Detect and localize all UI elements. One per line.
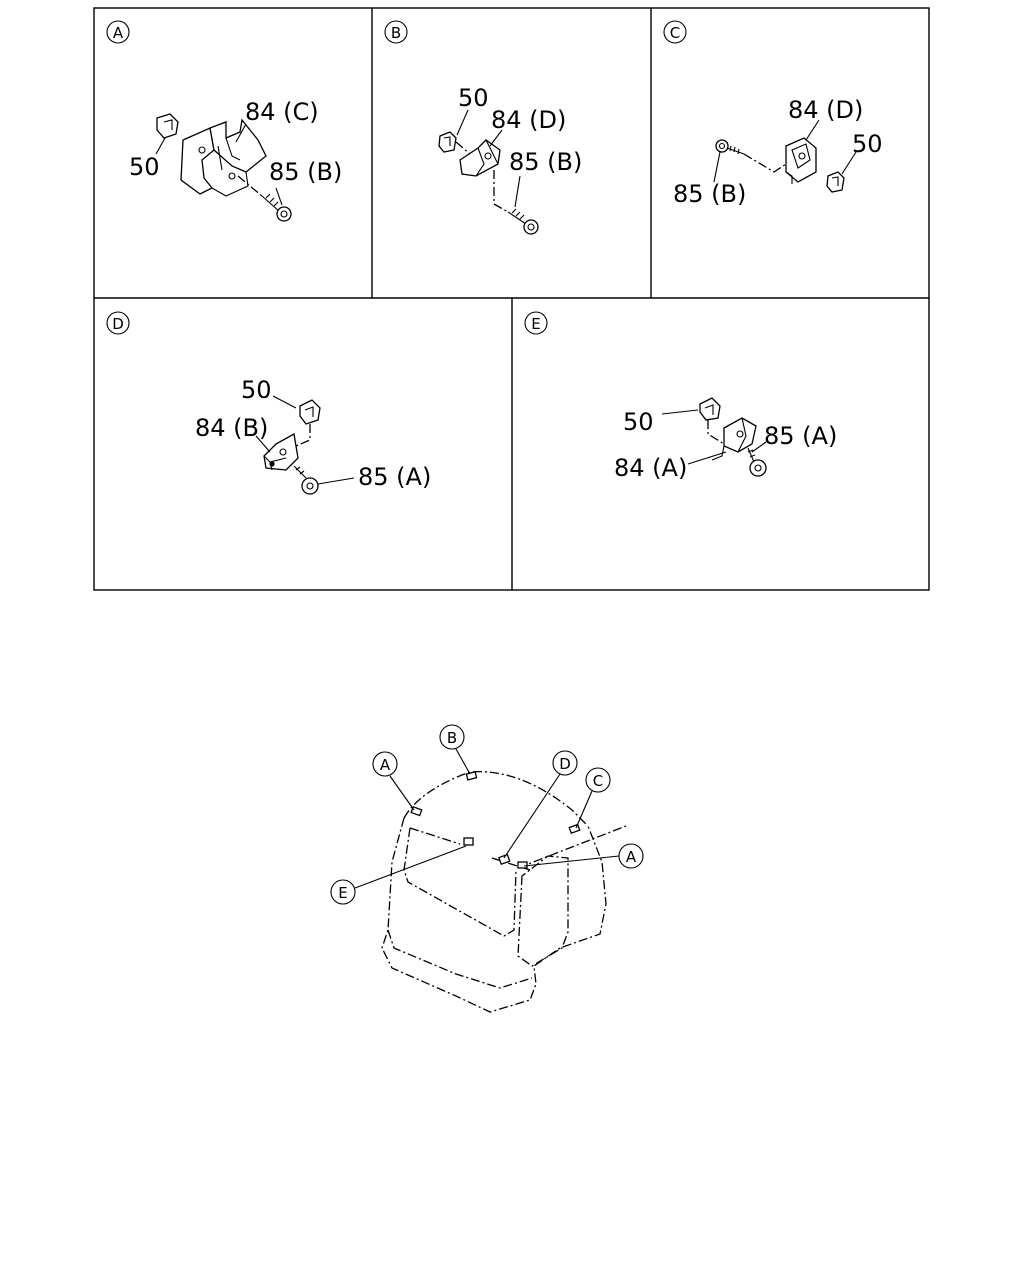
svg-text:E: E (531, 315, 540, 333)
panel-c-label-clip: 50 (852, 130, 883, 158)
panel-b-clip (438, 131, 457, 153)
panel-d-marker: D (106, 311, 130, 335)
panel-a-label-clip: 50 (129, 153, 160, 181)
panel-d-clip (299, 399, 321, 425)
overview-callout-e: E (330, 845, 467, 905)
svg-text:E: E (338, 884, 347, 902)
panel-e-label-bracket: 84 (A) (614, 454, 687, 482)
panel-d-label-clip: 50 (241, 376, 272, 404)
panel-a-leader-bracket (235, 123, 247, 143)
panel-b-bracket (459, 139, 501, 177)
panel-e-bracket (711, 417, 757, 461)
overview-callout-a-left: A (372, 751, 415, 811)
overview-callout-a-right: A (523, 843, 644, 869)
panel-c-marker: C (663, 20, 687, 44)
panel-grid (93, 7, 930, 591)
panel-e-label-clip: 50 (623, 408, 654, 436)
panel-c-clip (826, 171, 845, 193)
panel-c: C 84 (D) 50 85 (B) (663, 20, 883, 208)
panel-c-screw (715, 139, 745, 155)
panel-b-marker: B (384, 20, 408, 44)
panel-b-label-clip: 50 (458, 84, 489, 112)
svg-text:C: C (593, 772, 603, 790)
panel-e-screw (747, 447, 767, 477)
panel-a-leader-screw (275, 187, 283, 206)
overview-callout-d: D (503, 750, 578, 859)
svg-text:A: A (626, 848, 637, 866)
svg-text:D: D (112, 315, 124, 333)
panel-d-bracket (263, 432, 299, 471)
svg-text:D: D (559, 755, 571, 773)
panel-a-label-screw: 85 (B) (269, 158, 342, 186)
panel-d-label-screw: 85 (A) (358, 463, 431, 491)
panel-c-bracket (785, 137, 817, 184)
panel-b: B 50 84 (D) 85 (B) (384, 20, 582, 235)
panel-a-clip (156, 113, 179, 139)
panel-a-bracket (180, 118, 267, 197)
svg-text:C: C (670, 24, 680, 42)
panel-e-label-screw: 85 (A) (764, 422, 837, 450)
svg-text:A: A (113, 24, 124, 42)
panel-b-label-screw: 85 (B) (509, 148, 582, 176)
svg-text:B: B (447, 729, 457, 747)
panel-a-label-bracket: 84 (C) (245, 98, 319, 126)
panel-d-screw (293, 465, 319, 495)
panel-d: D 50 84 (B) 85 (A) (106, 311, 431, 495)
overview-callout-c: C (575, 767, 611, 829)
svg-text:B: B (391, 24, 401, 42)
panel-e: E 50 84 (A) 85 (A) (524, 311, 837, 482)
panel-c-label-screw: 85 (B) (673, 180, 746, 208)
panel-a-screw (237, 175, 292, 222)
vehicle-overview (381, 771, 627, 1013)
panel-a-marker: A (106, 20, 130, 44)
panel-a: A 50 84 (C) 85 (B) (106, 20, 342, 222)
overview-callout-b: B (439, 724, 471, 775)
panel-a-leader-clip (155, 137, 166, 155)
panel-d-label-bracket: 84 (B) (195, 414, 268, 442)
panel-b-screw (493, 170, 539, 235)
svg-text:A: A (380, 756, 391, 774)
panel-c-label-bracket: 84 (D) (788, 96, 863, 124)
panel-e-marker: E (524, 311, 548, 335)
panel-b-label-bracket: 84 (D) (491, 106, 566, 134)
panel-e-clip (699, 397, 721, 421)
